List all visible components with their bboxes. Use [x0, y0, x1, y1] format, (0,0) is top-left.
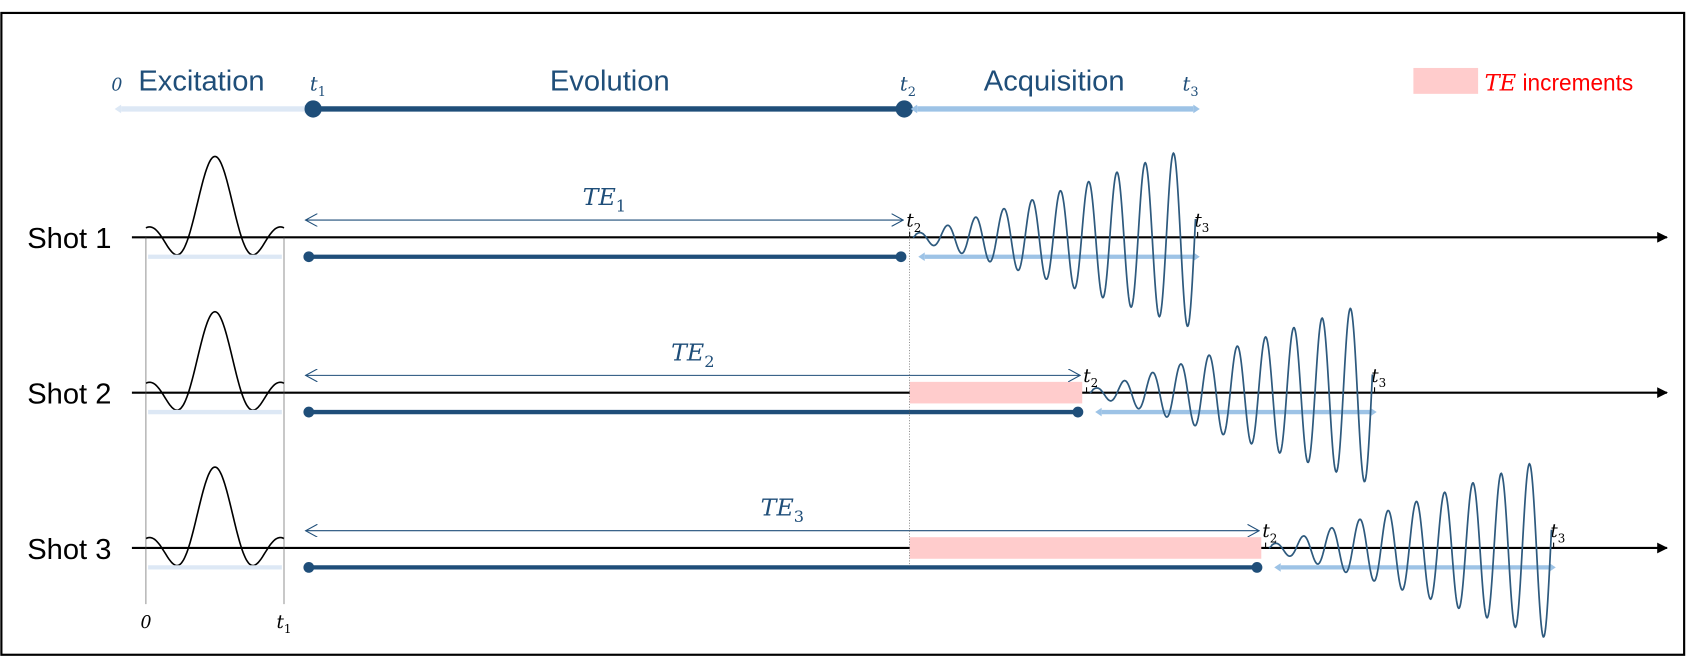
excitation-pulse [145, 155, 285, 256]
t1-dot [304, 100, 322, 118]
t2-label: t2 [900, 73, 916, 100]
evolution-start-dot [303, 561, 315, 573]
excitation-pulse [145, 310, 285, 412]
legend-swatch [1413, 67, 1479, 94]
te-increment-bar [909, 381, 1083, 404]
fid-signal [1089, 307, 1374, 483]
shot-row: Shot 1 TE1 t2 t3 [27, 151, 1668, 328]
shot-label: Shot 1 [27, 223, 111, 255]
evolution-label: Evolution [550, 66, 670, 98]
phase-timeline: 0 Excitation t1 Evolution t2 Acquisition… [111, 66, 1200, 118]
legend: TE increments [1413, 67, 1634, 97]
axis-zero-label: 0 [141, 613, 152, 633]
te-label: TE3 [761, 494, 804, 526]
legend-text: TE increments [1485, 70, 1634, 97]
evolution-end-dot [1251, 561, 1263, 573]
t2-label: t2 [1262, 521, 1277, 545]
te-label: TE1 [583, 183, 626, 215]
t2-dot [895, 100, 913, 118]
evolution-end-dot [895, 251, 907, 263]
t3-label: t3 [1194, 211, 1209, 235]
excitation-label: Excitation [138, 66, 264, 98]
t3-label: t3 [1550, 521, 1565, 545]
t2-label: t2 [906, 211, 921, 235]
start-label: 0 [111, 76, 122, 96]
evolution-start-dot [303, 406, 315, 418]
shot-row: Shot 2 TE2 t2 t3 [27, 307, 1668, 483]
evolution-end-dot [1072, 406, 1084, 418]
acquisition-label: Acquisition [984, 66, 1125, 98]
shot-row: Shot 3 TE3 t2 t3 [27, 462, 1668, 638]
te-increment-bar [909, 537, 1262, 559]
shot-label: Shot 3 [27, 534, 111, 566]
t3-label: t3 [1371, 366, 1386, 390]
excitation-pulse [145, 466, 285, 567]
fid-signal [1268, 462, 1553, 638]
t1-label: t1 [310, 73, 326, 100]
t3-label: t3 [1183, 73, 1199, 100]
shot-label: Shot 2 [27, 378, 111, 410]
axis-t1-label: t1 [276, 612, 291, 636]
fid-signal [912, 151, 1197, 328]
t2-label: t2 [1083, 366, 1098, 390]
te-label: TE2 [671, 338, 714, 370]
evolution-start-dot [303, 251, 315, 263]
